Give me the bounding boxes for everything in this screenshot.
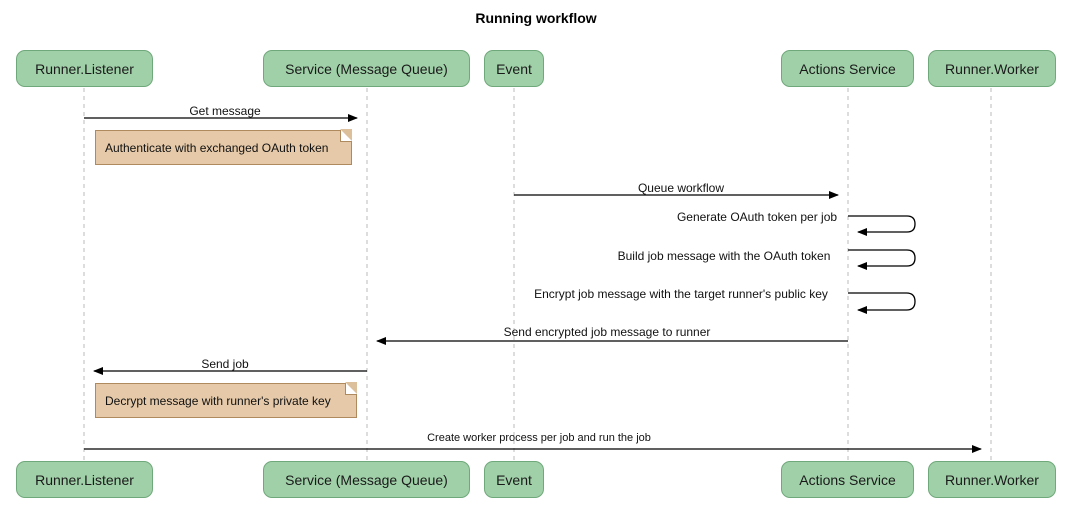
participant-service_mq-bottom[interactable]: Service (Message Queue) <box>263 461 470 498</box>
message-label-send-encrypted-job-message: Send encrypted job message to runner <box>503 325 711 339</box>
messages-group <box>84 114 982 453</box>
note-text: Authenticate with exchanged OAuth token <box>105 140 329 155</box>
participant-event-top[interactable]: Event <box>484 50 544 87</box>
participant-label: Actions Service <box>799 60 896 77</box>
participant-runner_listener-top[interactable]: Runner.Listener <box>16 50 153 87</box>
message-label-generate-oauth-token: Generate OAuth token per job <box>676 210 838 224</box>
participant-actions_service-top[interactable]: Actions Service <box>781 50 914 87</box>
message-label-get-message: Get message <box>189 104 261 118</box>
message-label-queue-workflow: Queue workflow <box>637 181 725 195</box>
note-fold-corner-icon <box>345 382 357 395</box>
participant-runner_worker-bottom[interactable]: Runner.Worker <box>928 461 1056 498</box>
participant-label: Runner.Worker <box>945 471 1039 488</box>
participant-runner_listener-bottom[interactable]: Runner.Listener <box>16 461 153 498</box>
participant-service_mq-top[interactable]: Service (Message Queue) <box>263 50 470 87</box>
note-authenticate: Authenticate with exchanged OAuth token <box>95 129 352 165</box>
message-label-send-job: Send job <box>201 357 249 371</box>
note-decrypt: Decrypt message with runner's private ke… <box>95 382 357 418</box>
participant-event-bottom[interactable]: Event <box>484 461 544 498</box>
message-label-create-worker-process: Create worker process per job and run th… <box>427 432 651 444</box>
participant-label: Service (Message Queue) <box>285 60 448 77</box>
self-call-build-job-message <box>848 249 916 270</box>
participant-actions_service-bottom[interactable]: Actions Service <box>781 461 914 498</box>
participant-label: Actions Service <box>799 471 896 488</box>
participant-label: Service (Message Queue) <box>285 471 448 488</box>
participant-label: Event <box>496 471 532 488</box>
page-title: Running workflow <box>475 10 597 26</box>
self-call-encrypt-job-message <box>848 292 916 314</box>
message-label-build-job-message: Build job message with the OAuth token <box>617 249 831 263</box>
message-label-encrypt-job-message: Encrypt job message with the target runn… <box>534 287 828 301</box>
lifelines-group <box>83 88 992 461</box>
participant-runner_worker-top[interactable]: Runner.Worker <box>928 50 1056 87</box>
note-fold-corner-icon <box>340 129 352 142</box>
participant-label: Runner.Worker <box>945 60 1039 77</box>
participant-label: Runner.Listener <box>35 60 134 77</box>
self-call-generate-oauth-token <box>848 215 916 236</box>
participant-label: Event <box>496 60 532 77</box>
participant-label: Runner.Listener <box>35 471 134 488</box>
note-text: Decrypt message with runner's private ke… <box>105 393 331 408</box>
